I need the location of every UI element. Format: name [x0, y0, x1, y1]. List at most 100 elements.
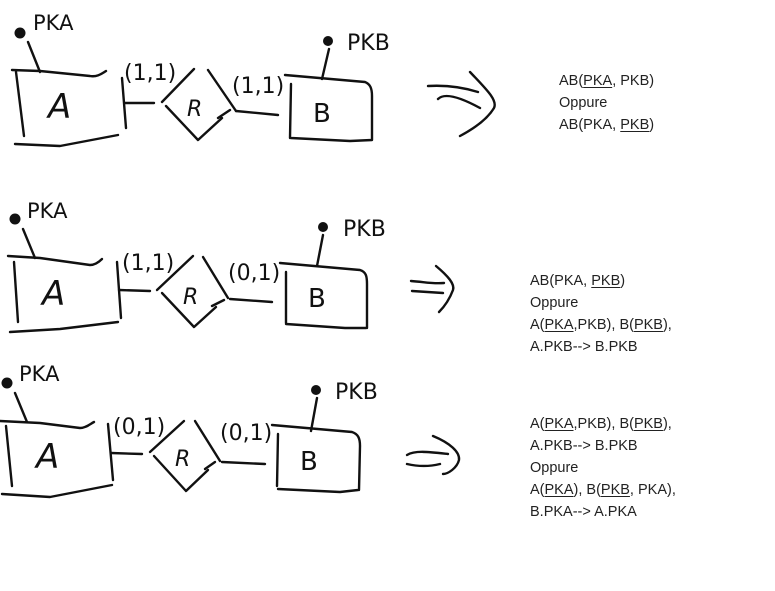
link-r-b — [228, 297, 274, 304]
implies-arrow-icon — [405, 434, 461, 476]
primary-key-segment: PKB — [633, 317, 663, 333]
primary-key-segment: PKB — [620, 117, 650, 133]
text-segment: ), — [662, 416, 672, 432]
entity-b: B — [270, 423, 362, 494]
primary-key-segment: PKB — [633, 416, 663, 432]
entity-a: A — [10, 68, 128, 148]
implies-arrow-icon — [426, 70, 496, 138]
key-attribute-label: PKB — [343, 217, 386, 242]
key-attribute-label: PKA — [27, 199, 68, 223]
result-line: B.PKA--> A.PKA — [530, 501, 676, 523]
relationship-diamond — [148, 419, 222, 493]
relationship-label: R — [187, 97, 202, 122]
key-attribute-label: PKB — [347, 31, 390, 56]
text-segment: AB( — [559, 73, 584, 89]
cardinality-a: (1,1) — [122, 251, 174, 276]
entity-a-label: A — [34, 437, 59, 477]
key-attribute-pkb: PKB — [320, 31, 390, 81]
cardinality-a: (0,1) — [113, 415, 165, 440]
text-segment: ,PKB), B( — [573, 317, 634, 333]
primary-key-segment: PKA — [544, 416, 574, 432]
cardinality-b: (1,1) — [232, 74, 284, 99]
entity-b: B — [278, 261, 369, 330]
relationship-r: R — [155, 254, 230, 329]
key-attribute-dot — [323, 36, 333, 46]
text-segment: A( — [530, 317, 545, 333]
case-3-diagram: A PKA (0,1) R (0,1) B PKB — [0, 362, 461, 499]
entity-b-label: B — [313, 99, 331, 129]
link-r-b — [234, 109, 280, 117]
key-attribute-label: PKA — [19, 362, 60, 386]
cardinality-a: (1,1) — [124, 61, 176, 86]
text-segment: Oppure — [530, 460, 579, 476]
text-segment: Oppure — [530, 295, 579, 311]
text-segment: B.PKA--> A.PKA — [530, 504, 637, 520]
relationship-r: R — [160, 67, 238, 142]
key-attribute-dot — [9, 213, 21, 225]
text-segment: ), B( — [573, 482, 601, 498]
result-line: Oppure — [530, 292, 672, 314]
text-segment: ) — [649, 117, 655, 133]
implies-arrow-icon — [409, 264, 455, 314]
primary-key-segment: PKB — [600, 482, 630, 498]
key-attribute-label: PKB — [335, 380, 378, 405]
result-line: AB(PKA, PKB) — [530, 270, 672, 292]
key-attribute-label: PKA — [33, 11, 74, 35]
primary-key-segment: PKA — [544, 482, 574, 498]
attribute-link — [320, 47, 331, 81]
relationship-diamond — [155, 254, 230, 329]
result-line: Oppure — [530, 457, 676, 479]
relationship-label: R — [175, 447, 190, 472]
entity-b-box — [283, 73, 374, 143]
primary-key-segment: PKB — [591, 273, 621, 289]
key-attribute-dot — [318, 222, 328, 232]
link-r-b — [220, 460, 267, 466]
entity-a-box — [6, 254, 123, 334]
result-line: Oppure — [559, 92, 654, 114]
relationship-diamond — [160, 67, 238, 142]
text-segment: , PKB) — [612, 73, 655, 89]
entity-a: A — [6, 254, 123, 334]
key-attribute-pka: PKA — [14, 11, 74, 74]
entity-a-box — [0, 419, 115, 499]
entity-a-label: A — [46, 87, 71, 127]
relationship-label: R — [183, 285, 198, 310]
key-attribute-dot — [311, 385, 321, 395]
attribute-link — [13, 391, 29, 424]
result-line: AB(PKA, PKB) — [559, 114, 654, 136]
attribute-link — [315, 233, 325, 268]
result-line: A(PKA,PKB), B(PKB), — [530, 314, 672, 336]
result-line: A(PKA), B(PKB, PKA), — [530, 479, 676, 501]
case-2-diagram: A PKA (1,1) R (0,1) B PKB — [6, 199, 455, 334]
result-line: A.PKB--> B.PKB — [530, 435, 676, 457]
text-segment: A.PKB--> B.PKB — [530, 438, 638, 454]
text-segment: , PKA), — [629, 482, 676, 498]
key-attribute-pka: PKA — [9, 199, 68, 260]
key-attribute-pka: PKA — [1, 362, 60, 424]
entity-b-box — [270, 423, 362, 494]
link-a-r — [109, 451, 144, 456]
cardinality-b: (0,1) — [228, 261, 280, 286]
key-attribute-pkb: PKB — [309, 380, 378, 433]
entity-b-box — [278, 261, 369, 330]
entity-b-label: B — [308, 284, 326, 314]
result-line: AB(PKA, PKB) — [559, 70, 654, 92]
case-1-diagram: A PKA (1,1) R (1,1) B PKB — [10, 11, 496, 148]
text-segment: ), — [662, 317, 672, 333]
result-line: A.PKB--> B.PKB — [530, 336, 672, 358]
text-segment: A( — [530, 416, 545, 432]
key-attribute-pkb: PKB — [315, 217, 386, 268]
text-segment: AB(PKA, — [559, 117, 621, 133]
primary-key-segment: PKA — [544, 317, 574, 333]
primary-key-segment: PKA — [583, 73, 613, 89]
attribute-link — [309, 396, 319, 433]
relationship-r: R — [148, 419, 222, 493]
entity-a: A — [0, 419, 115, 499]
text-segment: ) — [620, 273, 626, 289]
entity-b-label: B — [300, 447, 318, 477]
entity-b: B — [283, 73, 374, 143]
